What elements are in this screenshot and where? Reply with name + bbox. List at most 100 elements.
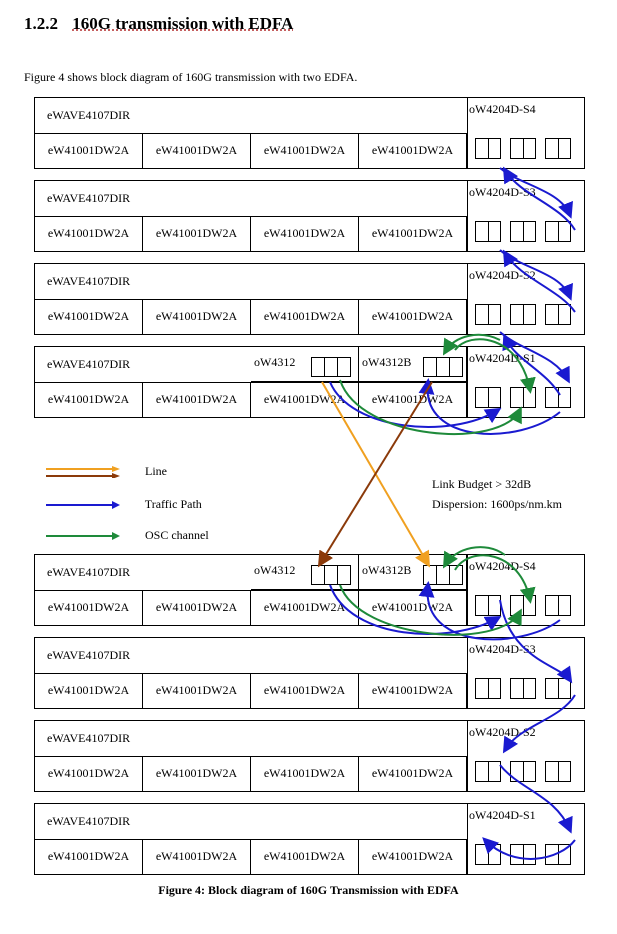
- port-icon: [510, 761, 536, 782]
- divider: [467, 347, 468, 417]
- port-icon: [475, 221, 501, 242]
- card-slot: eW41001DW2A: [35, 839, 143, 874]
- port-icon: [510, 304, 536, 325]
- card-slot: eW41001DW2A: [251, 756, 359, 791]
- amplifier-port-icon: [311, 565, 351, 585]
- amplifier-label: oW4312: [254, 563, 296, 577]
- osc-ports: [475, 304, 571, 325]
- amplifier-label: oW4312: [254, 355, 296, 369]
- card-slot: eW41001DW2A: [143, 839, 251, 874]
- amplifier-port-icon: [423, 357, 463, 377]
- legend-traffic: Traffic Path: [46, 497, 202, 512]
- legend-osc: OSC channel: [46, 528, 209, 543]
- osc-module-label: oW4204D-S1: [469, 808, 536, 822]
- port-segment: [424, 566, 437, 584]
- section-heading: 1.2.2 160G transmission with EDFA: [24, 14, 293, 34]
- amplifier-module: oW4312B: [359, 347, 467, 382]
- osc-ports: [475, 678, 571, 699]
- osc-ports: [475, 138, 571, 159]
- osc-ports: [475, 595, 571, 616]
- divider: [35, 216, 467, 217]
- card-slot: eW41001DW2A: [35, 133, 143, 168]
- card-slot: eW41001DW2A: [359, 133, 467, 168]
- port-segment: [338, 566, 350, 584]
- chassis-title: eWAVE4107DIR: [47, 731, 131, 745]
- card-slot: eW41001DW2A: [359, 590, 467, 625]
- card-slot: eW41001DW2A: [35, 590, 143, 625]
- card-slot: eW41001DW2A: [359, 756, 467, 791]
- port-icon: [545, 595, 571, 616]
- chassis-title: eWAVE4107DIR: [47, 357, 131, 371]
- amplifier-port-icon: [311, 357, 351, 377]
- osc-ports: [475, 387, 571, 408]
- osc-ports: [475, 761, 571, 782]
- port-segment: [325, 566, 338, 584]
- port-icon: [510, 138, 536, 159]
- port-icon: [510, 678, 536, 699]
- port-segment: [437, 358, 450, 376]
- port-icon: [475, 595, 501, 616]
- legend-line-label: Line: [145, 464, 167, 478]
- section-number: 1.2.2: [24, 14, 58, 33]
- divider: [467, 555, 468, 625]
- osc-module-label: oW4204D-S4: [469, 559, 536, 573]
- line-legend-arrow: [46, 466, 120, 480]
- port-icon: [545, 761, 571, 782]
- port-icon: [510, 387, 536, 408]
- port-segment: [424, 358, 437, 376]
- osc-module-label: oW4204D-S2: [469, 725, 536, 739]
- port-icon: [475, 387, 501, 408]
- card-slot: eW41001DW2A: [359, 299, 467, 334]
- chassis-title: eWAVE4107DIR: [47, 814, 131, 828]
- card-slot: eW41001DW2A: [251, 216, 359, 251]
- port-icon: [545, 221, 571, 242]
- osc-ports: [475, 844, 571, 865]
- divider: [35, 590, 467, 591]
- card-slot: eW41001DW2A: [143, 299, 251, 334]
- amplifier-label: oW4312B: [362, 563, 412, 577]
- divider: [467, 804, 468, 874]
- port-icon: [510, 595, 536, 616]
- legend-osc-label: OSC channel: [145, 528, 209, 542]
- divider: [35, 673, 467, 674]
- dispersion: Dispersion: 1600ps/nm.km: [432, 497, 563, 511]
- card-slot: eW41001DW2A: [251, 133, 359, 168]
- card-slot: eW41001DW2A: [143, 590, 251, 625]
- osc-legend-arrow: [46, 532, 120, 541]
- card-slot: eW41001DW2A: [143, 216, 251, 251]
- chassis-title: eWAVE4107DIR: [47, 191, 131, 205]
- chassis-title: eWAVE4107DIR: [47, 648, 131, 662]
- card-slot: eW41001DW2A: [35, 673, 143, 708]
- port-segment: [450, 358, 462, 376]
- amplifier-module: oW4312B: [359, 555, 467, 590]
- divider: [467, 181, 468, 251]
- amplifier-port-icon: [423, 565, 463, 585]
- section-title: 160G transmission with EDFA: [72, 14, 294, 33]
- port-icon: [545, 138, 571, 159]
- port-icon: [475, 304, 501, 325]
- port-segment: [450, 566, 462, 584]
- osc-module-label: oW4204D-S1: [469, 351, 536, 365]
- intro-paragraph: Figure 4 shows block diagram of 160G tra…: [24, 70, 358, 84]
- card-slot: eW41001DW2A: [251, 299, 359, 334]
- port-icon: [475, 138, 501, 159]
- legend-line: Line: [46, 464, 167, 480]
- osc-module-label: oW4204D-S3: [469, 642, 536, 656]
- card-slot: eW41001DW2A: [143, 673, 251, 708]
- port-icon: [545, 678, 571, 699]
- osc-ports: [475, 221, 571, 242]
- chassis-title: eWAVE4107DIR: [47, 274, 131, 288]
- figure-caption: Figure 4: Block diagram of 160G Transmis…: [158, 883, 459, 897]
- port-icon: [545, 304, 571, 325]
- card-slot: eW41001DW2A: [359, 216, 467, 251]
- card-slot: eW41001DW2A: [359, 673, 467, 708]
- card-slot: eW41001DW2A: [359, 839, 467, 874]
- osc-module-label: oW4204D-S3: [469, 185, 536, 199]
- amplifier-module: oW4312: [251, 347, 359, 382]
- card-slot: eW41001DW2A: [251, 673, 359, 708]
